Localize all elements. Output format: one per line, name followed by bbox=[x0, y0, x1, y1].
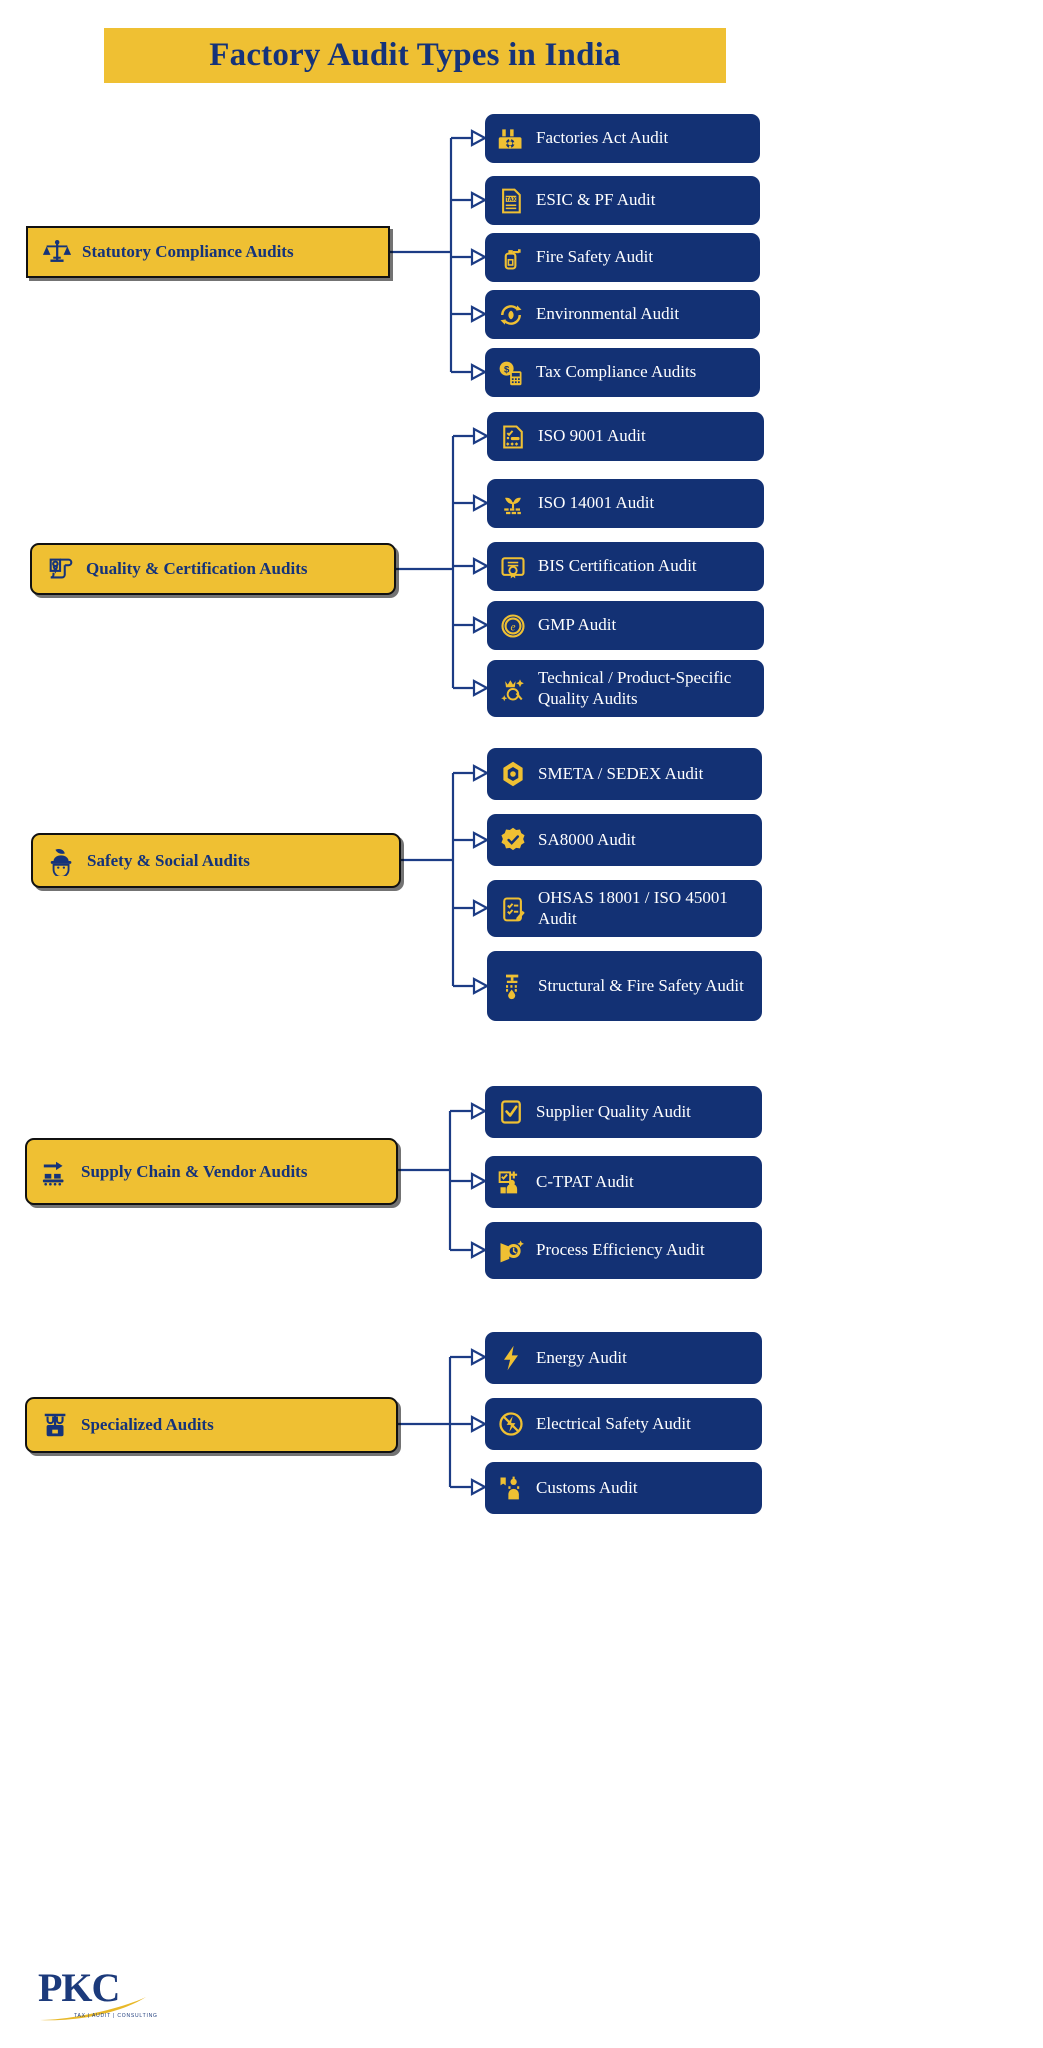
circle-e-icon: e bbox=[499, 612, 527, 640]
clipboard-check-icon bbox=[499, 895, 527, 923]
item-label: Environmental Audit bbox=[536, 304, 680, 324]
svg-text:$: $ bbox=[504, 364, 510, 375]
item-label: C-TPAT Audit bbox=[536, 1171, 634, 1191]
fire-extinguisher-icon bbox=[497, 244, 525, 272]
certificate-scroll-icon bbox=[46, 554, 76, 584]
item-supplier-quality-audit[interactable]: Supplier Quality Audit bbox=[485, 1086, 762, 1138]
svg-text:e: e bbox=[510, 621, 515, 633]
item-label: Customs Audit bbox=[536, 1477, 638, 1497]
item-label: ISO 9001 Audit bbox=[538, 426, 646, 446]
svg-text:TAX: TAX bbox=[506, 197, 517, 203]
item-label: SA8000 Audit bbox=[538, 829, 636, 849]
item-tax-compliance-audits[interactable]: $ Tax Compliance Audits bbox=[485, 348, 760, 397]
category-label: Safety & Social Audits bbox=[87, 850, 250, 870]
item-label: Structural & Fire Safety Audit bbox=[538, 975, 744, 995]
item-smeta-sedex-audit[interactable]: SMETA / SEDEX Audit bbox=[487, 748, 762, 800]
item-esic-pf-audit[interactable]: TAX ESIC & PF Audit bbox=[485, 176, 760, 225]
scales-balance-icon bbox=[42, 237, 72, 267]
certificate-seal-icon bbox=[499, 553, 527, 581]
checkbox-document-icon bbox=[497, 1098, 525, 1126]
category-specialized-audits[interactable]: Specialized Audits bbox=[25, 1397, 398, 1453]
helmet-worker-icon bbox=[47, 846, 77, 876]
item-label: Tax Compliance Audits bbox=[536, 362, 697, 382]
category-statutory-compliance-audits[interactable]: Statutory Compliance Audits bbox=[26, 226, 390, 278]
item-label: SMETA / SEDEX Audit bbox=[538, 763, 704, 783]
item-factories-act-audit[interactable]: Factories Act Audit bbox=[485, 114, 760, 163]
gear-speed-icon bbox=[497, 1237, 525, 1265]
item-bis-certification-audit[interactable]: BIS Certification Audit bbox=[487, 542, 764, 591]
category-label: Quality & Certification Audits bbox=[86, 559, 308, 579]
brand-mark: PKC bbox=[38, 1965, 120, 2010]
item-customs-audit[interactable]: Customs Audit bbox=[485, 1462, 762, 1514]
item-label: GMP Audit bbox=[538, 615, 617, 635]
conveyor-arrow-icon bbox=[41, 1157, 71, 1187]
category-label: Supply Chain & Vendor Audits bbox=[81, 1161, 308, 1181]
item-energy-audit[interactable]: Energy Audit bbox=[485, 1332, 762, 1384]
item-iso-14001-audit[interactable]: ISO 14001 Audit bbox=[487, 479, 764, 528]
brand-logo: PKC TAX | AUDIT | CONSULTING bbox=[38, 1965, 157, 2030]
coin-calculator-icon: $ bbox=[497, 359, 525, 387]
inspector-clipboard-icon bbox=[497, 1168, 525, 1196]
lab-scale-icon bbox=[41, 1410, 71, 1440]
item-electrical-safety-audit[interactable]: Electrical Safety Audit bbox=[485, 1398, 762, 1450]
badge-check-icon bbox=[499, 826, 527, 854]
brand-tagline: TAX | AUDIT | CONSULTING bbox=[74, 2013, 158, 2019]
factory-icon bbox=[497, 125, 525, 153]
customs-officer-icon bbox=[497, 1474, 525, 1502]
item-label: Technical / Product-Specific Quality Aud… bbox=[538, 668, 732, 708]
item-label: Process Efficiency Audit bbox=[536, 1240, 705, 1260]
page-title: Factory Audit Types in India bbox=[209, 37, 621, 73]
item-environmental-audit[interactable]: Environmental Audit bbox=[485, 290, 760, 339]
item-label: OHSAS 18001 / ISO 45001 Audit bbox=[538, 888, 728, 928]
plant-sprout-icon bbox=[499, 490, 527, 518]
item-label: ISO 14001 Audit bbox=[538, 493, 655, 513]
item-label: Supplier Quality Audit bbox=[536, 1101, 691, 1121]
category-safety-social-audits[interactable]: Safety & Social Audits bbox=[31, 833, 401, 888]
crown-sparkle-icon bbox=[499, 675, 527, 703]
checklist-document-icon bbox=[499, 423, 527, 451]
item-fire-safety-audit[interactable]: Fire Safety Audit bbox=[485, 233, 760, 282]
page-title-banner: Factory Audit Types in India bbox=[104, 28, 726, 83]
tax-document-icon: TAX bbox=[497, 187, 525, 215]
category-quality-certification-audits[interactable]: Quality & Certification Audits bbox=[30, 543, 396, 595]
item-label: Energy Audit bbox=[536, 1347, 627, 1367]
category-supply-chain-vendor-audits[interactable]: Supply Chain & Vendor Audits bbox=[25, 1138, 398, 1205]
item-iso-9001-audit[interactable]: ISO 9001 Audit bbox=[487, 412, 764, 461]
item-label: Fire Safety Audit bbox=[536, 247, 654, 267]
item-label: BIS Certification Audit bbox=[538, 556, 697, 576]
item-gmp-audit[interactable]: e GMP Audit bbox=[487, 601, 764, 650]
category-label: Specialized Audits bbox=[81, 1415, 214, 1435]
item-sa8000-audit[interactable]: SA8000 Audit bbox=[487, 814, 762, 866]
hexagon-nut-icon bbox=[499, 760, 527, 788]
item-label: ESIC & PF Audit bbox=[536, 190, 656, 210]
item-ohsas-18001-iso-45001-audit[interactable]: OHSAS 18001 / ISO 45001 Audit bbox=[487, 880, 762, 937]
item-c-tpat-audit[interactable]: C-TPAT Audit bbox=[485, 1156, 762, 1208]
item-process-efficiency-audit[interactable]: Process Efficiency Audit bbox=[485, 1222, 762, 1279]
category-label: Statutory Compliance Audits bbox=[82, 242, 294, 262]
item-label: Electrical Safety Audit bbox=[536, 1413, 691, 1433]
logo-swoosh-icon bbox=[40, 1997, 146, 2021]
item-label: Factories Act Audit bbox=[536, 128, 669, 148]
eco-recycle-icon bbox=[497, 301, 525, 329]
item-structural-fire-safety-audit[interactable]: Structural & Fire Safety Audit bbox=[487, 951, 762, 1021]
sprinkler-icon bbox=[499, 972, 527, 1000]
lightning-bolt-icon bbox=[497, 1344, 525, 1372]
electrical-hazard-icon bbox=[497, 1410, 525, 1438]
item-technical-product-specific-quality-audits[interactable]: Technical / Product-Specific Quality Aud… bbox=[487, 660, 764, 717]
